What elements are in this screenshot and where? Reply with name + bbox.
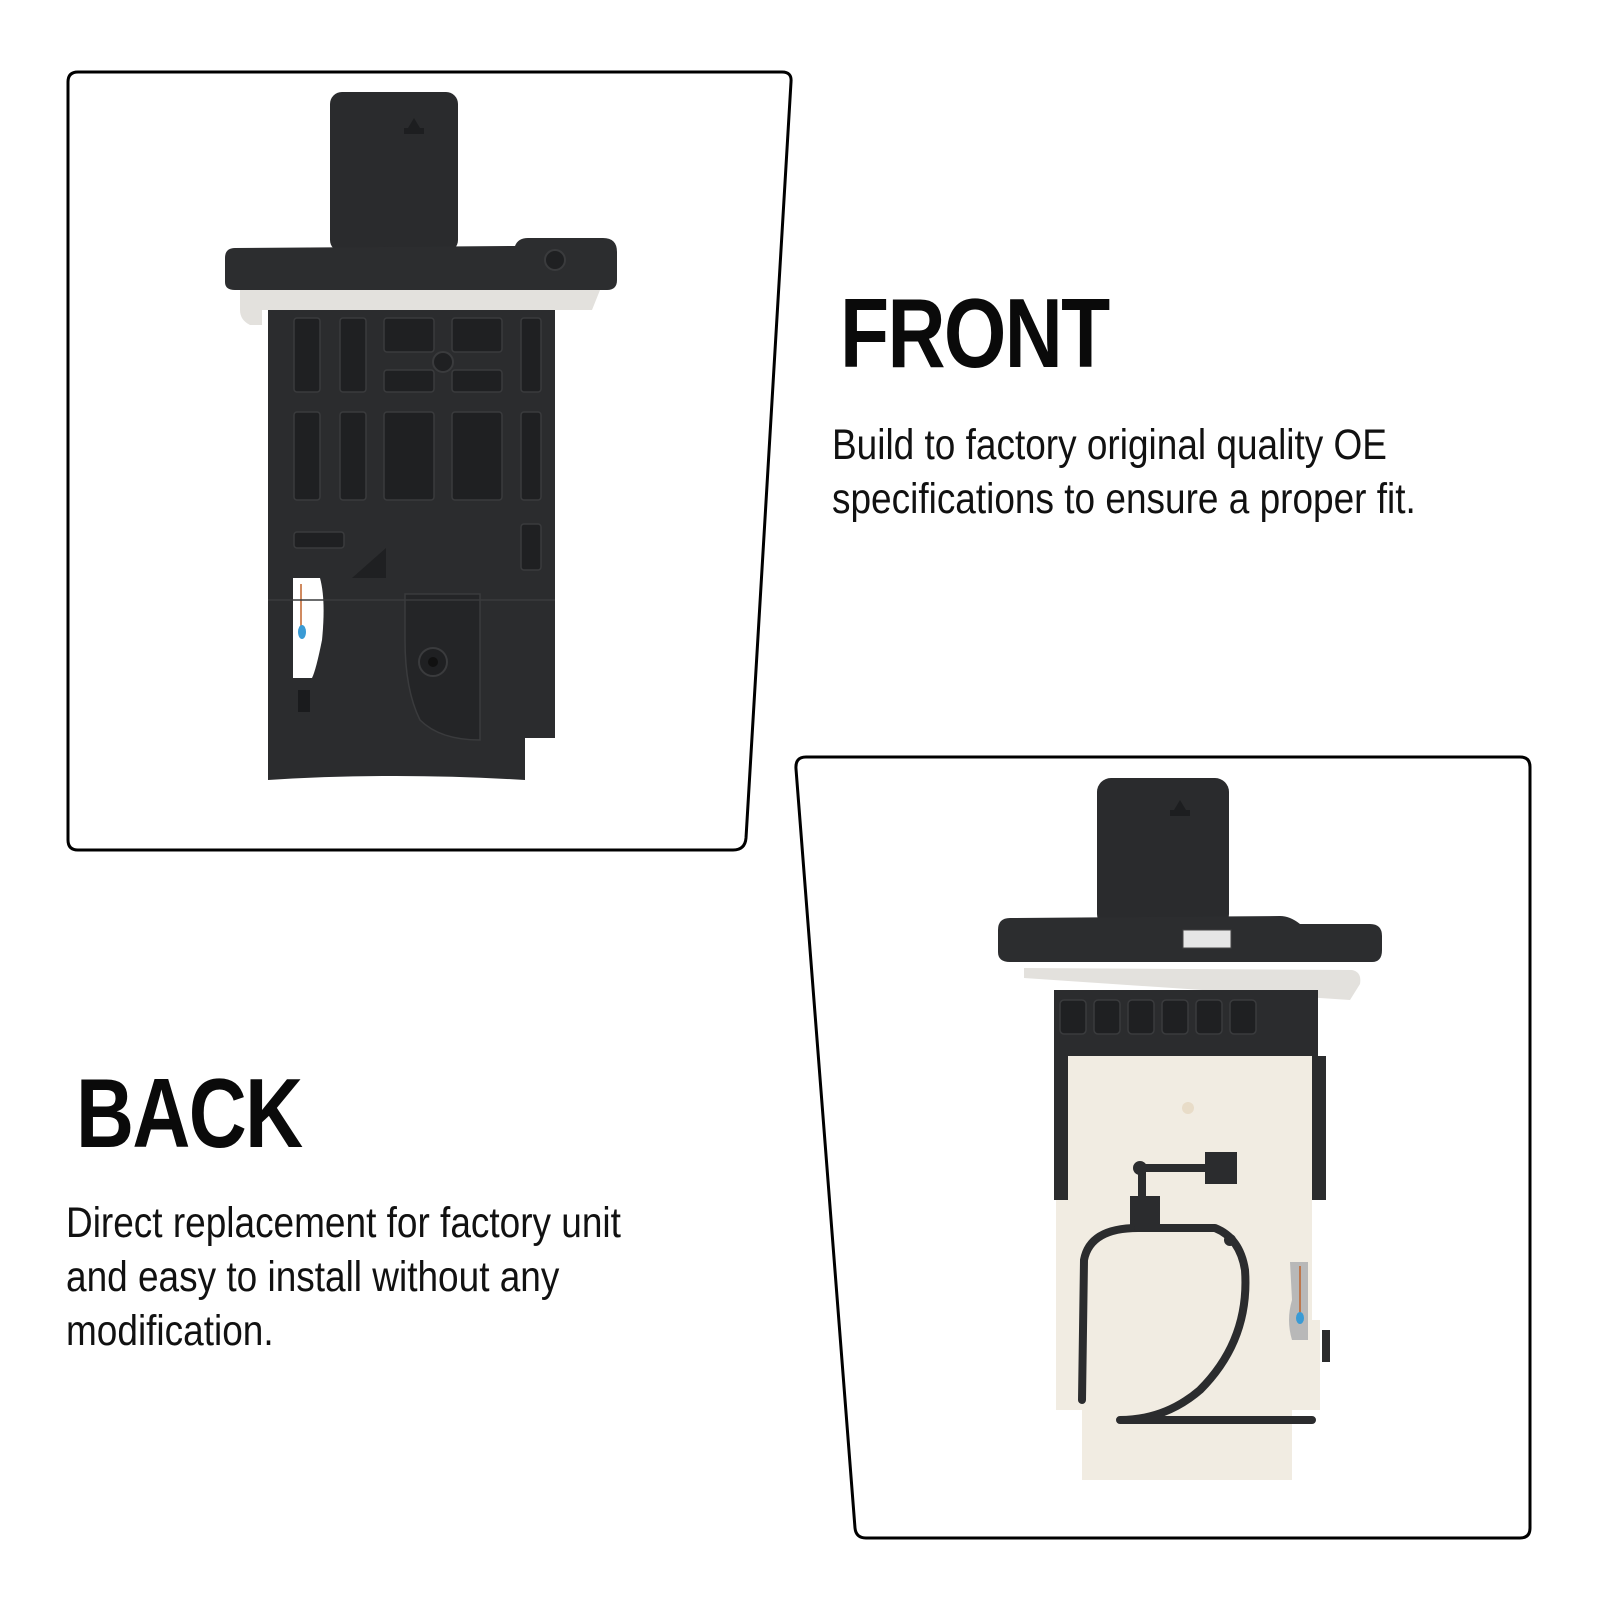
- back-description-line-2: and easy to install without any: [66, 1253, 560, 1301]
- front-frame: [66, 70, 793, 852]
- front-description-line-1: Build to factory original quality OE: [832, 421, 1387, 469]
- back-heading: BACK: [76, 1058, 303, 1168]
- front-description-line-2: specifications to ensure a proper fit.: [832, 475, 1416, 523]
- back-sensor-image: [998, 778, 1382, 1480]
- back-description: Direct replacement for factory unit and …: [66, 1196, 621, 1358]
- back-frame: [794, 755, 1532, 1540]
- front-description: Build to factory original quality OE spe…: [832, 418, 1416, 526]
- back-description-line-3: modification.: [66, 1307, 274, 1355]
- front-heading: FRONT: [840, 278, 1110, 388]
- back-description-line-1: Direct replacement for factory unit: [66, 1199, 621, 1247]
- front-sensor-image: [225, 92, 617, 780]
